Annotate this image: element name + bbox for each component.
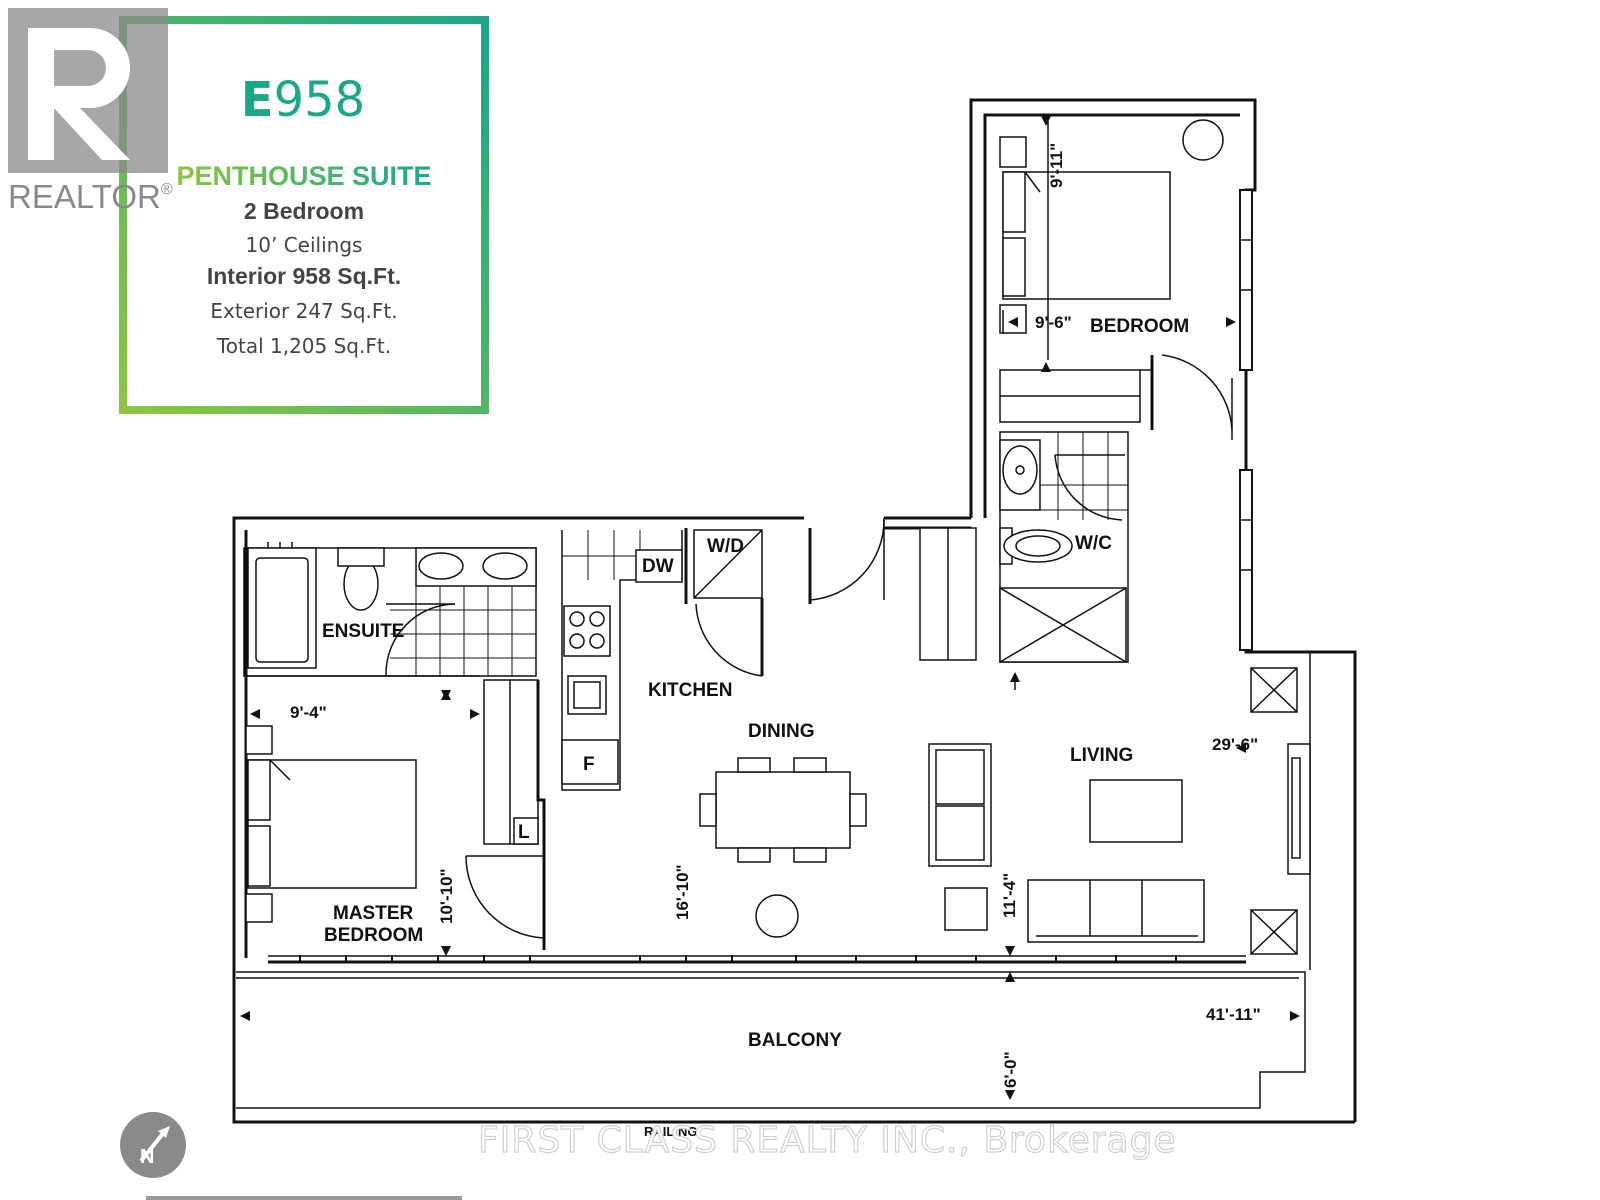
window-mullions (299, 955, 1177, 963)
north-arrow-icon: N (120, 1112, 186, 1178)
info-box: E958 PENTHOUSE SUITE 2 Bedroom 10’ Ceili… (119, 16, 489, 414)
suite-type: PENTHOUSE SUITE (176, 161, 431, 191)
ceilings-text: 10’ Ceilings (246, 233, 363, 257)
unit-code-number: 958 (274, 72, 366, 128)
dw-label: DW (642, 556, 674, 577)
realtor-wordmark: REALTOR® (8, 178, 173, 215)
fridge-label: F (583, 754, 595, 775)
svg-text:N: N (140, 1146, 154, 1168)
coffee-table (1089, 779, 1183, 843)
balcony-depth-dim: 6'-0" (1001, 1051, 1020, 1088)
bedroom-label: BEDROOM (1090, 316, 1189, 337)
balcony: BALCONY 41'-11" 6'-0" RAILING (240, 972, 1300, 1139)
bedroom-count: 2 Bedroom (244, 198, 364, 224)
living: LIVING 29'-6" 11'-4" (928, 735, 1311, 956)
dining-table (715, 771, 851, 849)
dining: DINING 16'-10" (673, 721, 867, 938)
kitchen: DW F W/D KITCHEN (561, 528, 764, 791)
living-label: LIVING (1070, 745, 1133, 766)
master-label-line1: MASTER (333, 903, 414, 924)
ottoman (944, 887, 988, 931)
master-label-line2: BEDROOM (324, 925, 423, 946)
bedroom-width-dim: 9'-6" (1035, 313, 1072, 332)
kitchen-label: KITCHEN (648, 680, 732, 701)
master-bedroom: L 9'-4" 10'-10" MASTER BEDROOM (245, 675, 546, 956)
washroom: W/C (808, 431, 1129, 690)
dining-label: DINING (748, 721, 815, 742)
bedroom-height-dim: 9'-11" (1047, 143, 1066, 188)
total-area: Total 1,205 Sq.Ft. (216, 334, 391, 358)
dishwasher (635, 549, 683, 583)
bed-upper (1002, 171, 1171, 300)
bed-master (247, 759, 417, 889)
wd-label: W/D (707, 536, 744, 557)
dining-height-dim: 16'-10" (673, 864, 692, 920)
bottom-bar (146, 1196, 462, 1200)
exterior-area: Exterior 247 Sq.Ft. (210, 299, 397, 323)
fridge (561, 739, 619, 785)
info-box-frame (119, 16, 489, 414)
round-side-table (755, 894, 799, 938)
railing-label: RAILING (644, 1124, 697, 1139)
wc-label: W/C (1075, 533, 1112, 554)
living-width-dim: 29'-6" (1212, 735, 1258, 754)
master-width-dim: 9'-4" (290, 703, 327, 722)
realtor-logo-icon: REALTOR® (8, 8, 173, 215)
watermark: FIRST CLASS REALTY INC., Brokerage (478, 1120, 1177, 1161)
stove (563, 605, 611, 657)
master-height-dim: 10'-10" (437, 868, 456, 924)
walls (232, 98, 1357, 1124)
unit-code: E958 (241, 72, 365, 128)
interior-area: Interior 958 Sq.Ft. (207, 263, 401, 289)
ensuite: ENSUITE (243, 542, 537, 700)
unit-code-prefix: E (241, 72, 274, 128)
ensuite-label: ENSUITE (322, 621, 404, 642)
upper-bedroom: BEDROOM 9'-6" 9'-11" (999, 116, 1236, 440)
balcony-width-dim: 41'-11" (1206, 1005, 1261, 1024)
living-height-dim: 11'-4" (1000, 873, 1019, 918)
balcony-label: BALCONY (748, 1030, 842, 1051)
linen-label: L (518, 822, 530, 843)
sofa (1027, 879, 1205, 943)
